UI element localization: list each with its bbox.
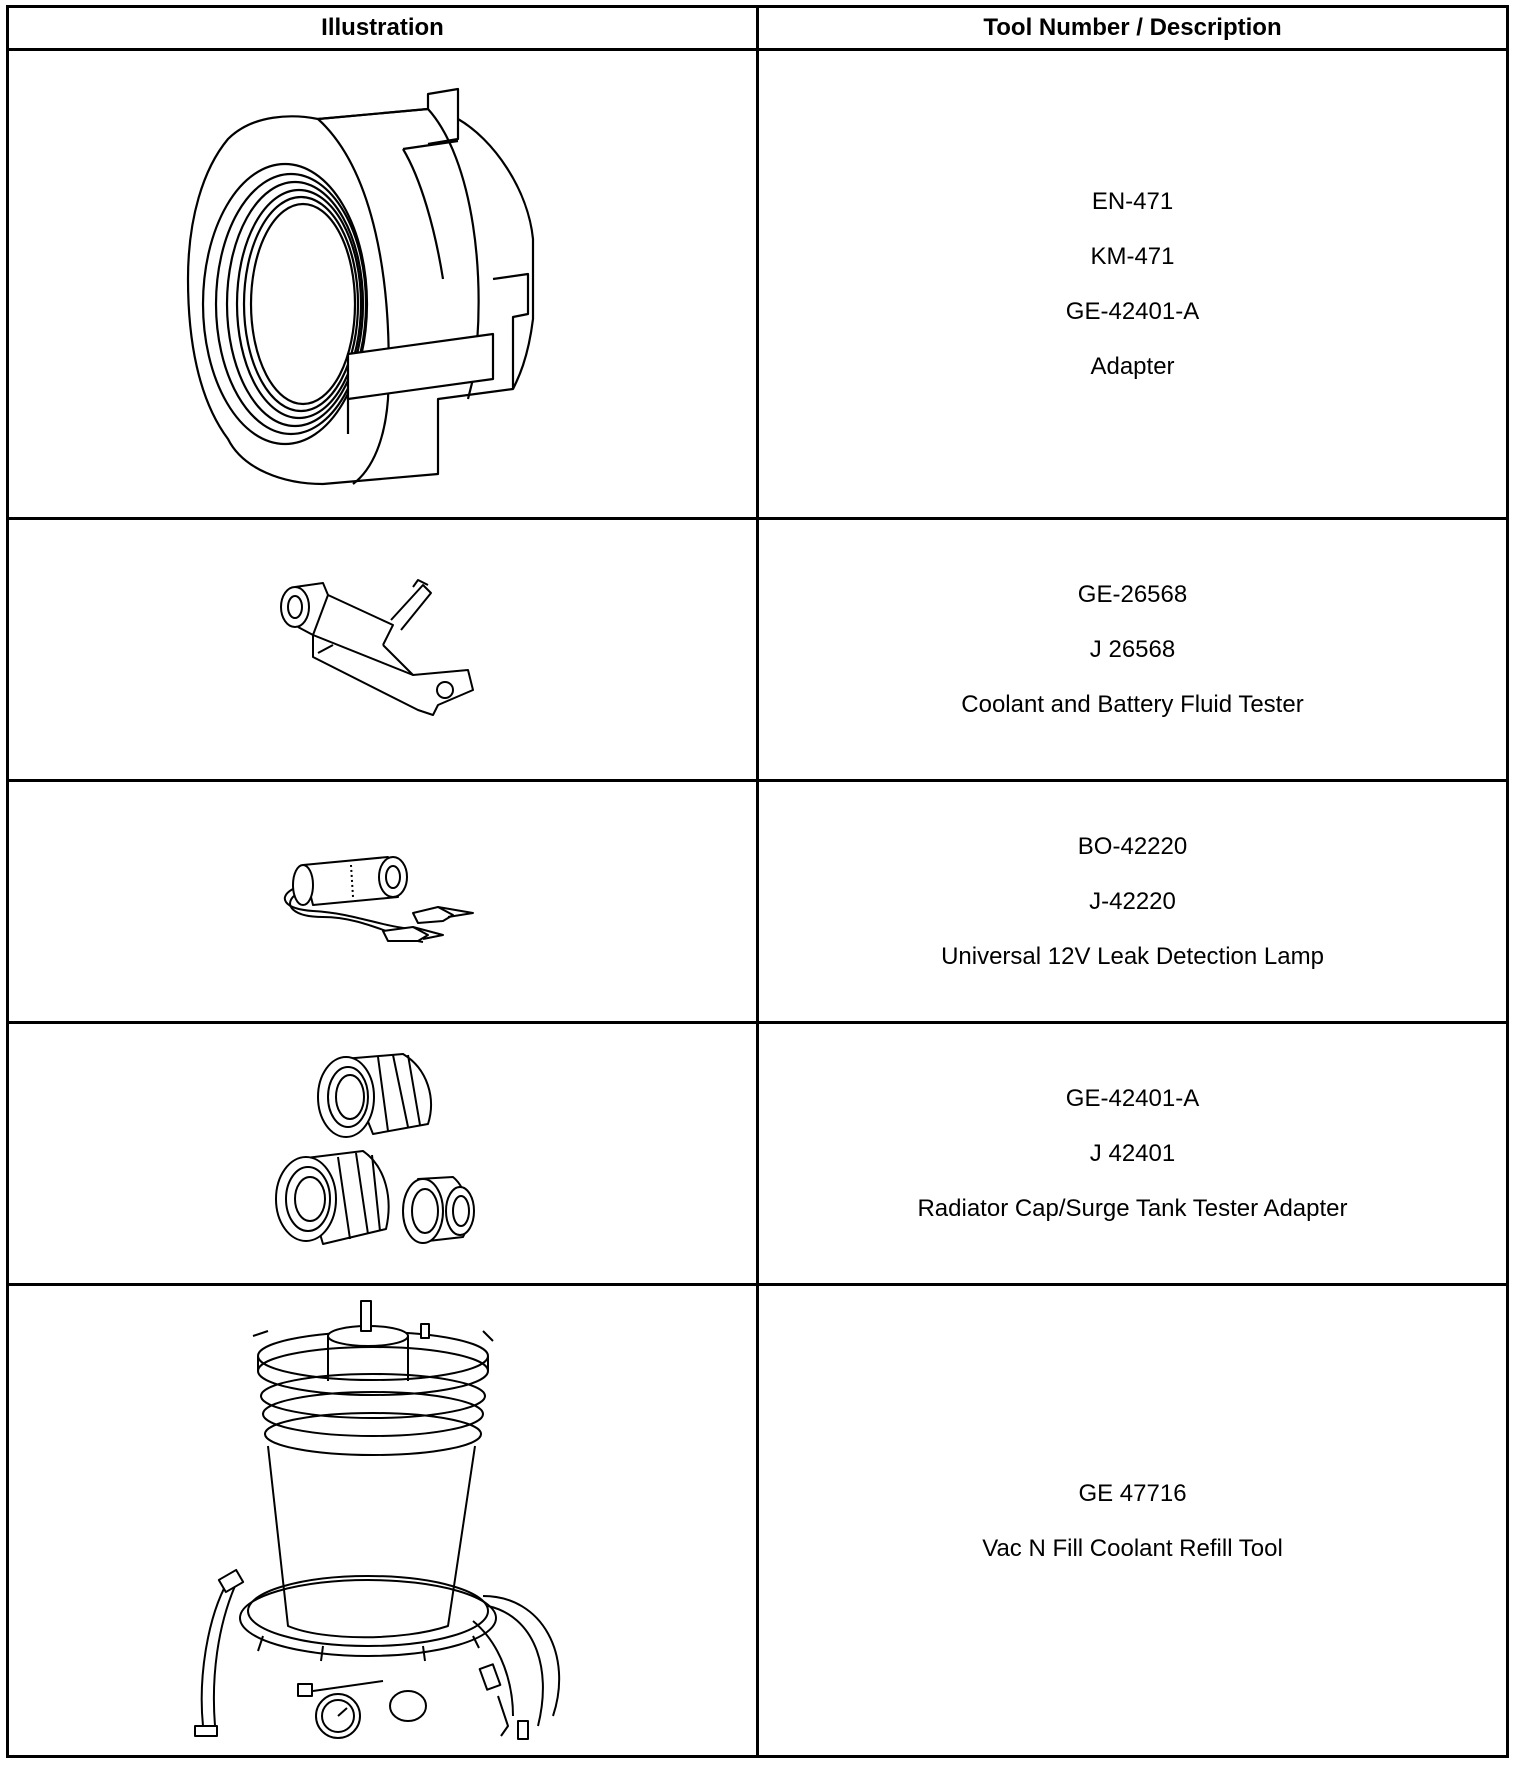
tool-number: BO-42220 bbox=[1077, 833, 1188, 860]
table-row: BO-42220 J-42220 Universal 12V Leak Dete… bbox=[6, 779, 1509, 1024]
tool-table: Illustration Tool Number / Description bbox=[6, 5, 1509, 1758]
table-row: GE 47716 Vac N Fill Coolant Refill Tool bbox=[6, 1283, 1509, 1758]
description-cell: GE 47716 Vac N Fill Coolant Refill Tool bbox=[756, 1283, 1509, 1758]
tool-description: Adapter bbox=[1090, 353, 1175, 380]
tool-number: GE-42401-A bbox=[1065, 298, 1200, 325]
table-header-row: Illustration Tool Number / Description bbox=[6, 5, 1509, 51]
tool-description: Vac N Fill Coolant Refill Tool bbox=[982, 1534, 1283, 1562]
tool-number: GE 47716 bbox=[1078, 1479, 1187, 1507]
tool-number: GE-26568 bbox=[1077, 581, 1188, 608]
adapter-illustration bbox=[173, 79, 593, 489]
illustration-cell bbox=[6, 48, 759, 520]
description-cell: GE-26568 J 26568 Coolant and Battery Flu… bbox=[756, 517, 1509, 782]
tool-description: Radiator Cap/Surge Tank Tester Adapter bbox=[917, 1195, 1348, 1222]
description-cell: GE-42401-A J 42401 Radiator Cap/Surge Ta… bbox=[756, 1021, 1509, 1286]
tool-number: EN-471 bbox=[1091, 188, 1174, 215]
illustration-cell bbox=[6, 1021, 759, 1286]
description-column-header: Tool Number / Description bbox=[756, 5, 1509, 51]
cap-adapters-illustration bbox=[268, 1039, 498, 1269]
illustration-cell bbox=[6, 517, 759, 782]
illustration-cell bbox=[6, 779, 759, 1024]
tool-description: Universal 12V Leak Detection Lamp bbox=[941, 943, 1324, 970]
tool-number: J-42220 bbox=[1089, 888, 1176, 915]
table-row: GE-26568 J 26568 Coolant and Battery Flu… bbox=[6, 517, 1509, 782]
description-cell: BO-42220 J-42220 Universal 12V Leak Dete… bbox=[756, 779, 1509, 1024]
table-row: GE-42401-A J 42401 Radiator Cap/Surge Ta… bbox=[6, 1021, 1509, 1286]
leak-lamp-illustration bbox=[273, 847, 493, 957]
tool-description: Coolant and Battery Fluid Tester bbox=[961, 691, 1304, 718]
illustration-cell bbox=[6, 1283, 759, 1758]
tool-number: J 26568 bbox=[1089, 636, 1176, 663]
fluid-tester-illustration bbox=[273, 575, 493, 725]
vac-fill-tool-illustration bbox=[183, 1296, 583, 1746]
tool-number: J 42401 bbox=[1089, 1140, 1176, 1167]
description-cell: EN-471 KM-471 GE-42401-A Adapter bbox=[756, 48, 1509, 520]
tool-number: GE-42401-A bbox=[1065, 1085, 1200, 1112]
tool-number: KM-471 bbox=[1090, 243, 1175, 270]
illustration-column-header: Illustration bbox=[6, 5, 759, 51]
table-row: EN-471 KM-471 GE-42401-A Adapter bbox=[6, 48, 1509, 520]
